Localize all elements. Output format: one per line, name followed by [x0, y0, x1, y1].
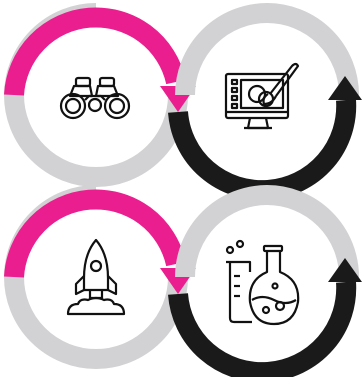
- binoculars-icon: [59, 76, 131, 120]
- black-arrowhead-up: [328, 76, 362, 100]
- rocket-icon: [66, 238, 126, 316]
- cycle-row-1: [4, 3, 362, 201]
- left-circle-magenta-arc: [4, 189, 186, 278]
- black-arrowhead-up: [328, 258, 362, 282]
- right-circle-gray-arc: [175, 3, 359, 96]
- lab-flask-icon: [225, 239, 300, 326]
- computer-paint-icon: [224, 62, 300, 130]
- cycle-row-2: [4, 185, 362, 377]
- black-connector-arc: [168, 281, 357, 377]
- black-connector-arc: [168, 99, 357, 201]
- left-circle-magenta-arc: [4, 7, 186, 96]
- right-circle-gray-arc: [175, 185, 359, 278]
